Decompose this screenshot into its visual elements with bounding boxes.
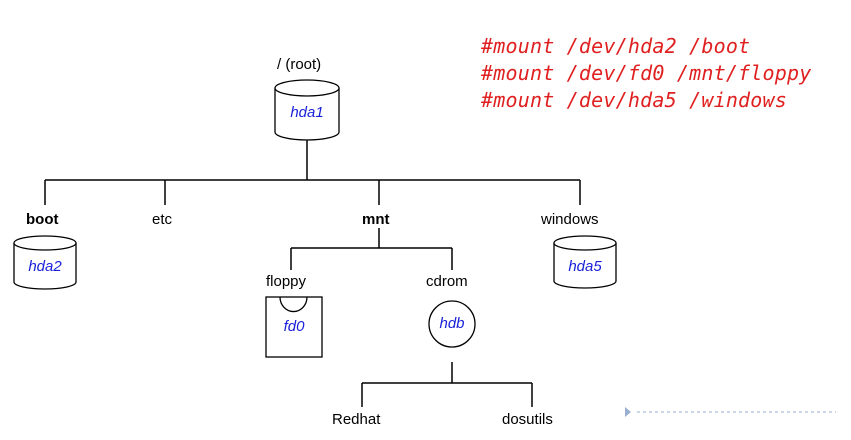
mount-command-1: #mount /dev/hda2 /boot — [481, 34, 751, 58]
dir-label-windows: windows — [541, 211, 599, 228]
device-label-hda5: hda5 — [568, 258, 602, 275]
disk-icon-hda1 — [274, 79, 340, 141]
dir-label-dosutils: dosutils — [502, 411, 553, 428]
floppy-icon-fd0 — [265, 296, 323, 358]
cd-icon-hdb — [428, 300, 476, 348]
dir-label-redhat: Redhat — [332, 411, 381, 428]
disk-icon-hda5 — [553, 235, 617, 289]
device-label-fd0: fd0 — [283, 318, 305, 335]
dir-label-boot: boot — [26, 211, 59, 228]
arrow-marker-icon — [625, 407, 631, 417]
device-label-hda2: hda2 — [28, 258, 62, 275]
device-label-hdb: hdb — [439, 315, 465, 332]
root-label: / (root) — [277, 56, 322, 73]
dir-label-cdrom: cdrom — [426, 273, 468, 290]
device-label-hda1: hda1 — [290, 104, 324, 121]
dir-label-mnt: mnt — [362, 211, 390, 228]
mount-command-3: #mount /dev/hda5 /windows — [481, 88, 788, 112]
dir-label-etc: etc — [152, 211, 173, 228]
disk-icon-hda2 — [13, 235, 77, 290]
mount-command-2: #mount /dev/fd0 /mnt/floppy — [481, 61, 812, 85]
dir-label-floppy: floppy — [266, 273, 307, 290]
